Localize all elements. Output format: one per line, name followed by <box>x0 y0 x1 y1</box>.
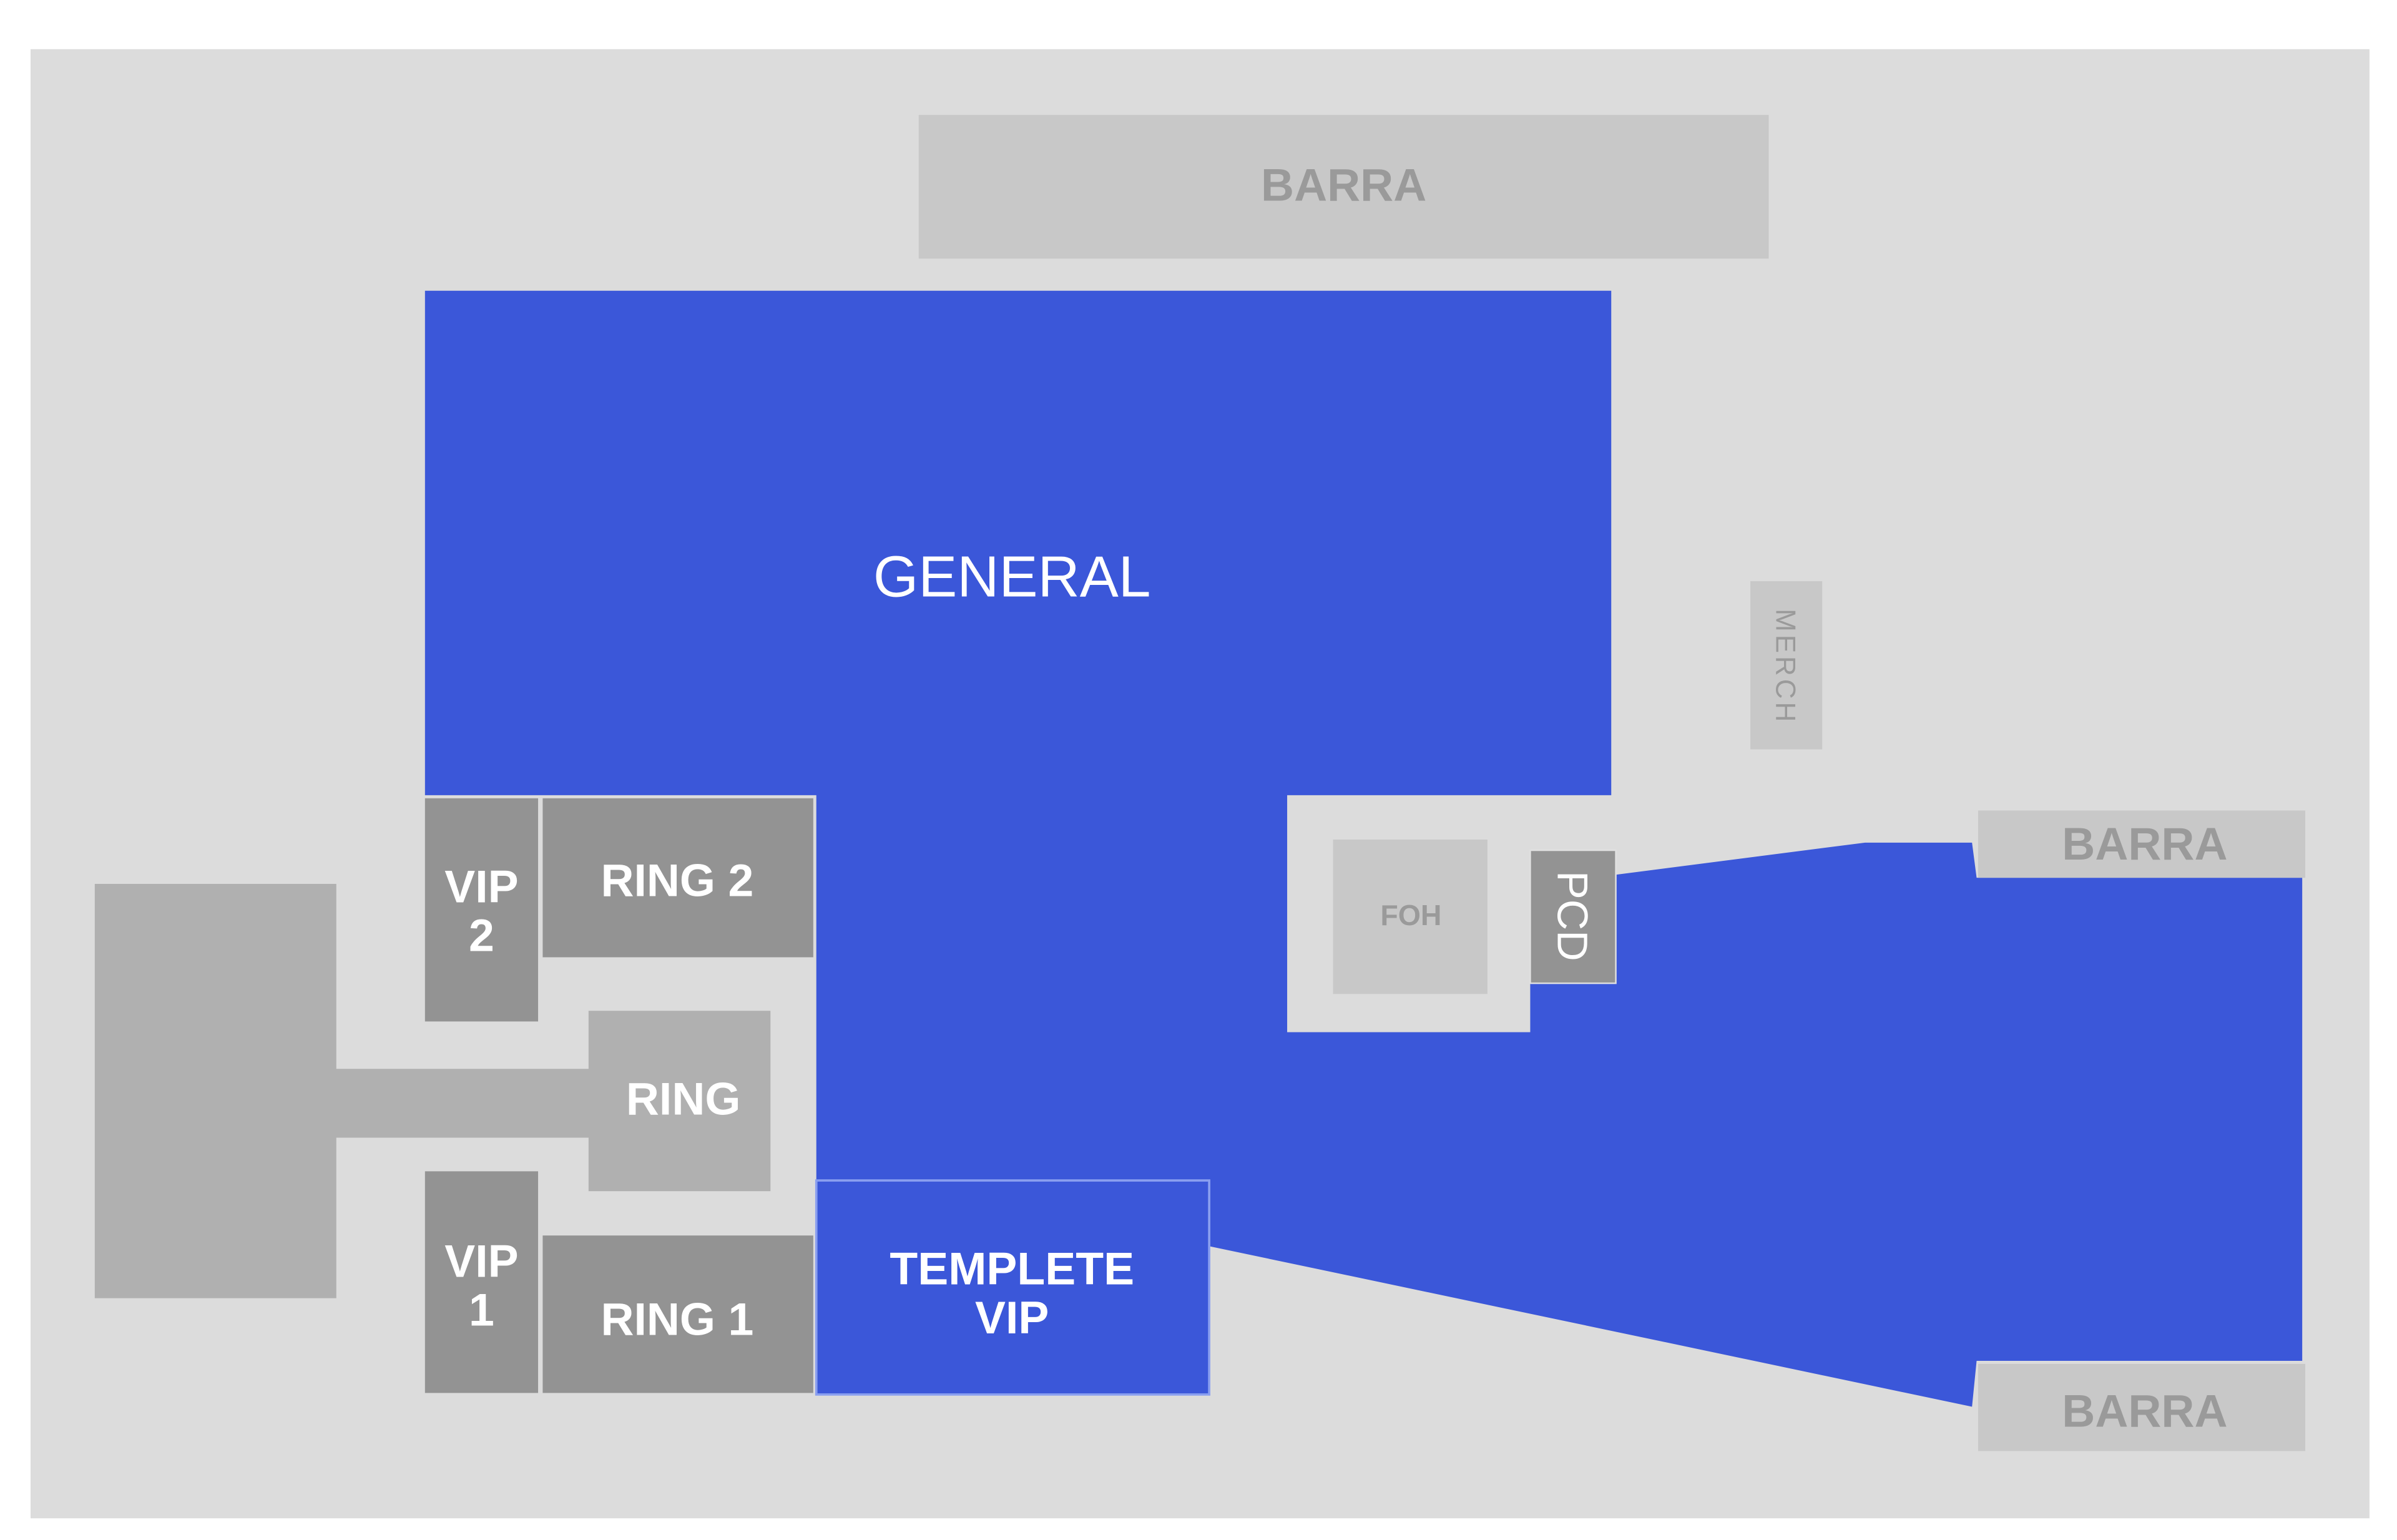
ring-2-label: RING 2 <box>600 855 753 906</box>
merch-label: MERCH <box>1770 609 1801 725</box>
barra-top <box>918 115 1769 259</box>
ring-1-label: RING 1 <box>600 1293 753 1345</box>
barra-right-label: BARRA <box>2062 818 2227 870</box>
section-ring-1[interactable]: RING 1 <box>542 1235 813 1393</box>
merch-box <box>1750 581 1823 750</box>
pcd-label: PCD <box>1549 871 1597 961</box>
vip-2-box[interactable] <box>424 798 539 1022</box>
general-area[interactable] <box>424 290 2303 1407</box>
templete-vip-label-1: TEMPLETE <box>890 1243 1134 1295</box>
section-vip-2[interactable]: VIP 2 <box>424 798 539 1022</box>
foh-box <box>1333 839 1488 994</box>
general-label: GENERAL <box>873 544 1151 609</box>
section-ring-2[interactable]: RING 2 <box>542 798 813 958</box>
section-templete-vip[interactable]: TEMPLETE VIP <box>815 1179 1210 1396</box>
barra-bottom-label: BARRA <box>2062 1385 2227 1436</box>
stage-runway <box>335 1069 592 1138</box>
ring-label: RING <box>626 1073 741 1125</box>
vip-1-box[interactable] <box>424 1171 539 1393</box>
section-general[interactable]: GENERAL <box>424 290 2303 1407</box>
vip-2-label-2: 2 <box>469 910 494 961</box>
foh-label: FOH <box>1380 899 1441 931</box>
barra-top-label: BARRA <box>1261 159 1426 210</box>
stage: RING <box>94 883 771 1298</box>
section-vip-1[interactable]: VIP 1 <box>424 1171 539 1393</box>
stage-main <box>94 883 336 1298</box>
pcd-box[interactable] <box>1529 849 1617 984</box>
vip-1-label-2: 1 <box>469 1284 494 1336</box>
templete-vip-label-2: VIP <box>975 1292 1049 1343</box>
ring-area <box>588 1011 771 1192</box>
vip-2-label-1: VIP <box>444 860 518 912</box>
ring-2-box[interactable] <box>542 798 813 958</box>
templete-vip-area[interactable] <box>815 1179 1210 1396</box>
section-pcd[interactable]: PCD <box>1529 849 1617 984</box>
vip-1-label-1: VIP <box>444 1235 518 1287</box>
ring-1-box[interactable] <box>542 1235 813 1393</box>
barra-bottom <box>1978 1363 2306 1451</box>
barra-right <box>1978 810 2306 878</box>
